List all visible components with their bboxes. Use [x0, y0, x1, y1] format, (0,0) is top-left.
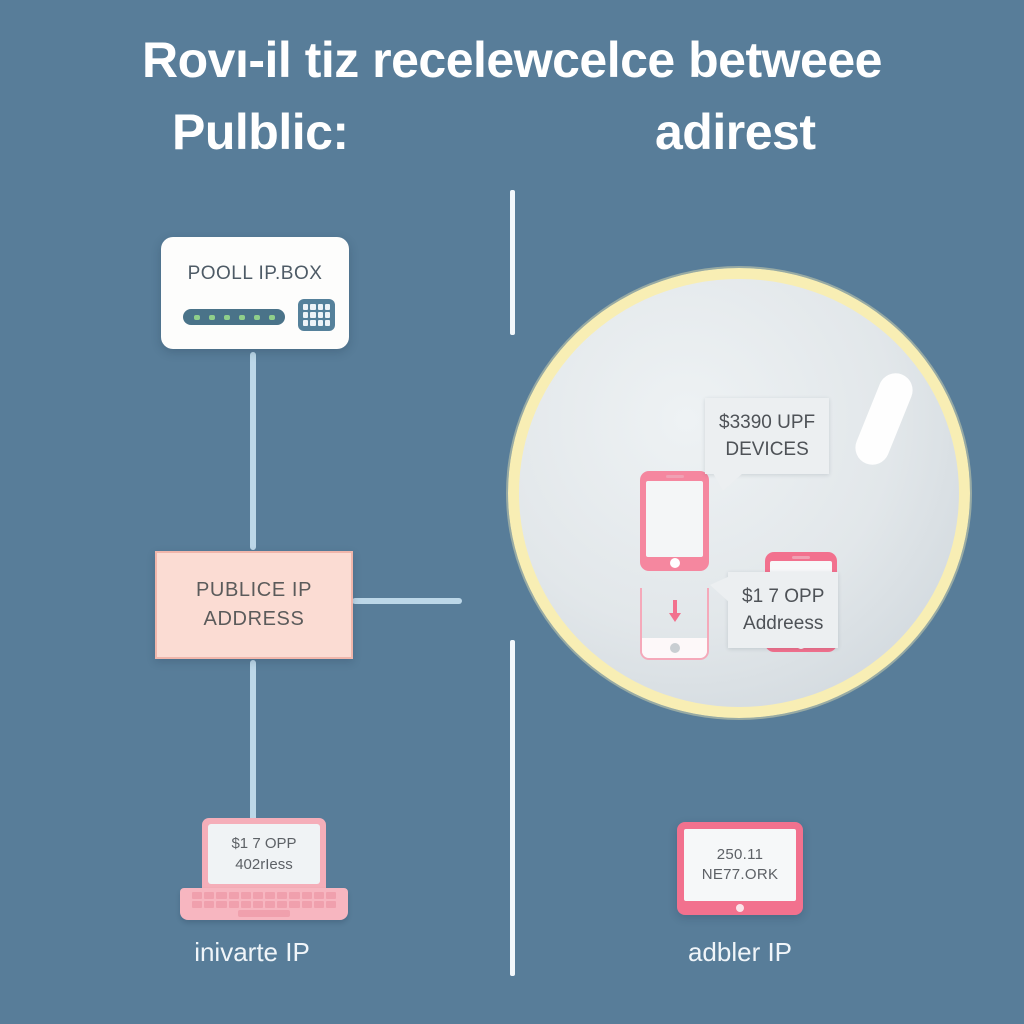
- keypad-dot: [317, 304, 323, 310]
- led-status-bar-icon: [183, 309, 285, 325]
- phone-home-button-icon: [669, 558, 680, 568]
- download-arrow-icon: [668, 600, 681, 622]
- public-ip-address-box[interactable]: PUBLICE IP ADDRESS: [155, 551, 353, 659]
- caption-public-ip: adbler IP: [687, 937, 793, 967]
- keypad-dot: [324, 304, 330, 310]
- callout-devices-line-1: $3390 UPF: [719, 412, 816, 433]
- laptop-screen: $1 7 OPP 402rIess: [208, 824, 320, 884]
- keyboard-key: [204, 892, 215, 899]
- laptop-keyboard-icon: [192, 892, 336, 908]
- callout-address-line-2: Addreess: [743, 613, 824, 634]
- page-title: Rovı-il tiz recelewcelce betweee Pulblic…: [0, 24, 1024, 168]
- title-right-label: adirest: [655, 104, 816, 160]
- tablet-screen: 250.11 NE77.ORK: [684, 829, 796, 901]
- phone-primary-screen: [646, 481, 703, 557]
- led-dot: [193, 314, 200, 320]
- router-label: POOLL IP.BOX: [187, 263, 323, 284]
- laptop-device[interactable]: $1 7 OPP 402rIess: [180, 818, 348, 924]
- connector-public-ip-to-laptop: [250, 660, 256, 828]
- keyboard-key: [325, 901, 336, 908]
- callout-devices-line-2: DEVICES: [725, 439, 809, 460]
- led-dot: [268, 314, 275, 320]
- keyboard-key: [289, 892, 300, 899]
- keypad-dot: [310, 304, 316, 310]
- keyboard-key: [216, 892, 227, 899]
- callout-address-line-1: $1 7 OPP: [742, 586, 825, 607]
- tablet-home-button-icon: [736, 904, 744, 912]
- tablet-device[interactable]: 250.11 NE77.ORK: [677, 822, 803, 915]
- keypad-dot: [324, 320, 330, 326]
- led-dot: [223, 314, 230, 320]
- connector-router-to-public-ip: [250, 352, 256, 550]
- keyboard-key: [325, 892, 336, 899]
- callout-address: $1 7 OPP Addreess: [710, 572, 839, 648]
- keyboard-key: [265, 892, 276, 899]
- keyboard-key: [204, 901, 215, 908]
- keyboard-key: [289, 901, 300, 908]
- title-line-2: Pulblic: adirest: [0, 96, 1024, 168]
- keyboard-key: [216, 901, 227, 908]
- title-left-label: Pulblic:: [172, 104, 349, 160]
- keyboard-key: [301, 892, 312, 899]
- callout-tail: [713, 473, 743, 491]
- keyboard-key: [252, 892, 263, 899]
- tablet-screen-line-1: 250.11: [716, 846, 764, 863]
- keypad-dot: [317, 320, 323, 326]
- keyboard-key: [252, 901, 263, 908]
- keypad-dot: [303, 304, 309, 310]
- tablet-screen-line-2: NE77.ORK: [701, 866, 779, 883]
- keypad-dot: [310, 312, 316, 318]
- keyboard-key: [265, 901, 276, 908]
- phone-home-button-icon: [669, 643, 680, 653]
- phone-device-downloading[interactable]: [640, 588, 709, 660]
- keyboard-key: [313, 901, 324, 908]
- keyboard-key: [192, 901, 203, 908]
- keypad-dot: [310, 320, 316, 326]
- callout-devices: $3390 UPF DEVICES: [705, 398, 830, 491]
- phone-device-primary[interactable]: [640, 471, 709, 571]
- grid-keypad-icon: [298, 299, 335, 331]
- keyboard-key: [301, 901, 312, 908]
- laptop-trackpad: [238, 910, 290, 917]
- led-dot: [253, 314, 260, 320]
- center-divider-top: [510, 190, 515, 335]
- router-box[interactable]: POOLL IP.BOX: [161, 237, 349, 349]
- keypad-dot: [317, 312, 323, 318]
- center-divider-bottom: [510, 640, 515, 976]
- laptop-screen-line-1: $1 7 OPP: [231, 835, 297, 852]
- keyboard-key: [277, 892, 288, 899]
- led-dot: [208, 314, 215, 320]
- keypad-dot: [303, 320, 309, 326]
- keyboard-key: [228, 901, 239, 908]
- keyboard-key: [277, 901, 288, 908]
- laptop-base: [180, 888, 348, 920]
- title-line-1: Rovı-il tiz recelewcelce betweee: [142, 32, 882, 88]
- keyboard-key: [192, 892, 203, 899]
- connector-public-ip-to-network: [352, 598, 462, 604]
- keyboard-key: [240, 892, 251, 899]
- bubble-highlight-glint: [850, 368, 918, 470]
- public-ip-line-1: PUBLICE IP: [195, 579, 313, 601]
- public-ip-line-2: ADDRESS: [203, 608, 305, 630]
- keyboard-key: [240, 901, 251, 908]
- phone-speaker-icon: [665, 475, 684, 478]
- laptop-screen-line-2: 402rIess: [235, 856, 293, 873]
- led-dot: [238, 314, 245, 320]
- caption-private-ip: inivarte IP: [194, 937, 310, 967]
- keyboard-key: [313, 892, 324, 899]
- keypad-dot: [303, 312, 309, 318]
- keyboard-key: [228, 892, 239, 899]
- phone-speaker-icon: [792, 556, 810, 559]
- callout-tail: [710, 576, 730, 603]
- laptop-lid: $1 7 OPP 402rIess: [202, 818, 326, 890]
- network-bubble: [508, 268, 970, 718]
- keypad-dot: [324, 312, 330, 318]
